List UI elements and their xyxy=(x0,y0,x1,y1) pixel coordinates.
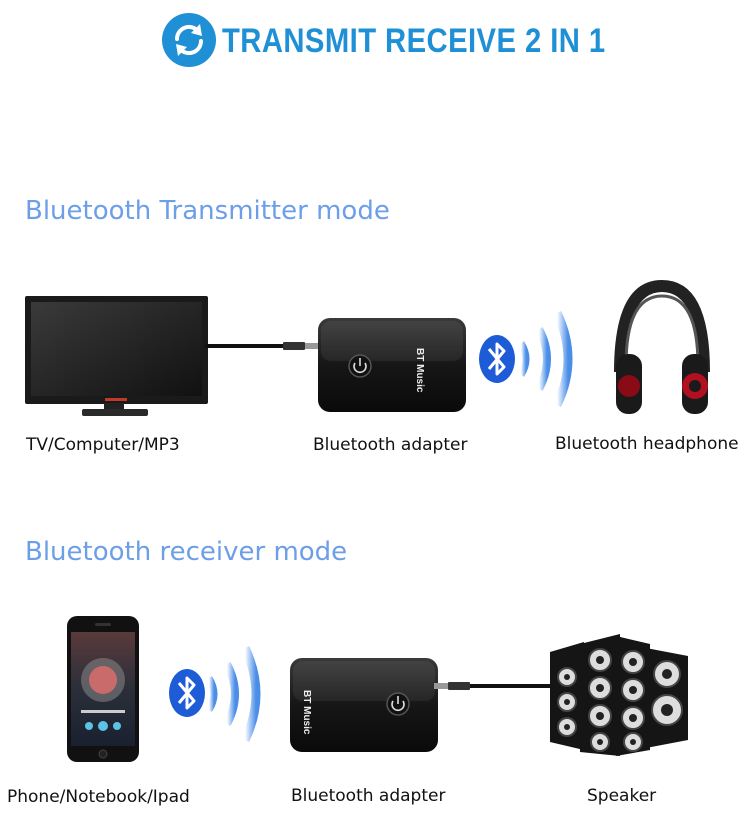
header: TRANSMIT RECEIVE 2 IN 1 xyxy=(0,0,750,80)
adapter-caption: Bluetooth adapter xyxy=(291,786,446,806)
bluetooth-icon xyxy=(479,335,515,383)
adapter-label-text: BT Music xyxy=(414,348,425,393)
transmitter-mode-title: Bluetooth Transmitter mode xyxy=(25,196,390,226)
headphone-icon xyxy=(614,279,710,414)
source-caption: Phone/Notebook/Ipad xyxy=(7,787,190,807)
target-caption: Speaker xyxy=(587,786,657,806)
signal-waves-icon xyxy=(205,646,261,742)
audio-cable xyxy=(434,682,552,690)
phone-icon xyxy=(67,616,139,762)
bluetooth-icon xyxy=(169,669,205,717)
page-title: TRANSMIT RECEIVE 2 IN 1 xyxy=(222,22,606,60)
bluetooth-adapter-device xyxy=(290,658,438,752)
receiver-mode-title: Bluetooth receiver mode xyxy=(25,537,348,567)
speaker-icon xyxy=(550,634,688,756)
audio-cable xyxy=(205,342,321,350)
sync-icon xyxy=(162,13,216,67)
bluetooth-adapter-device xyxy=(318,318,466,412)
adapter-caption: Bluetooth adapter xyxy=(313,435,468,455)
source-caption: TV/Computer/MP3 xyxy=(26,435,180,455)
tv-icon xyxy=(25,296,208,416)
adapter-label-text: BT Music xyxy=(301,690,312,735)
signal-waves-icon xyxy=(517,311,573,407)
target-caption: Bluetooth headphone xyxy=(555,434,739,454)
